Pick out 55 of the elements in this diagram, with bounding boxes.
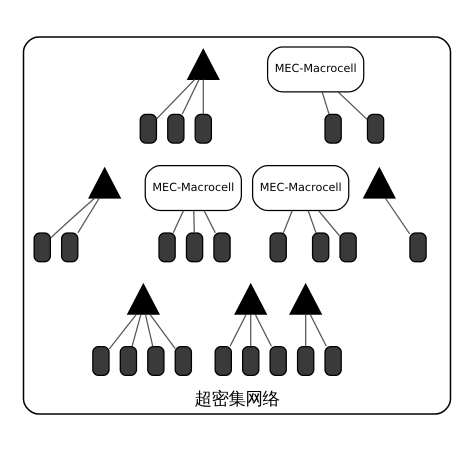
node-phone (60, 232, 78, 262)
connector (50, 197, 95, 238)
node-phone (324, 113, 342, 144)
node-tower (289, 282, 322, 314)
node-phone (324, 345, 342, 376)
node-phone (339, 232, 357, 262)
connector (338, 91, 368, 120)
connector (230, 314, 247, 346)
node-phone (140, 113, 158, 144)
node-phone (186, 232, 204, 262)
node-phone (194, 113, 212, 144)
node-phone (409, 232, 427, 262)
connector (282, 210, 293, 233)
node-phone (92, 345, 110, 376)
connector (254, 314, 272, 346)
node-phone (174, 345, 192, 376)
connector (193, 210, 195, 232)
node-phone (296, 345, 314, 376)
node-phone (120, 345, 138, 376)
node-phone (147, 345, 165, 376)
node-tower (186, 48, 220, 80)
node-tower (362, 166, 396, 198)
node-phone (269, 345, 287, 376)
node-tower (88, 166, 122, 198)
connector (77, 197, 100, 232)
node-box: MEC-Macrocell (266, 46, 364, 92)
node-phone (214, 345, 232, 376)
node-phone (366, 113, 384, 144)
connector (308, 210, 317, 233)
connector (310, 314, 327, 346)
node-tower (126, 282, 160, 314)
node-phone (167, 113, 185, 144)
connector (305, 314, 306, 346)
connector (172, 210, 184, 233)
node-phone (242, 345, 260, 376)
node-box: MEC-Macrocell (252, 164, 350, 211)
connector (318, 210, 340, 236)
node-phone (312, 232, 330, 262)
connector (322, 91, 330, 114)
connector (250, 314, 252, 346)
node-phone (269, 232, 287, 262)
connector (156, 78, 196, 119)
connector (182, 78, 200, 114)
connector (131, 314, 142, 346)
node-phone (34, 232, 51, 262)
connector (384, 197, 410, 234)
node-tower (234, 282, 268, 314)
connector (202, 79, 204, 114)
node-box: MEC-Macrocell (144, 164, 242, 211)
connector (149, 314, 176, 349)
node-phone (213, 232, 231, 262)
connector (204, 210, 216, 233)
node-phone (158, 232, 176, 262)
connector (108, 313, 137, 349)
connector (144, 314, 154, 346)
